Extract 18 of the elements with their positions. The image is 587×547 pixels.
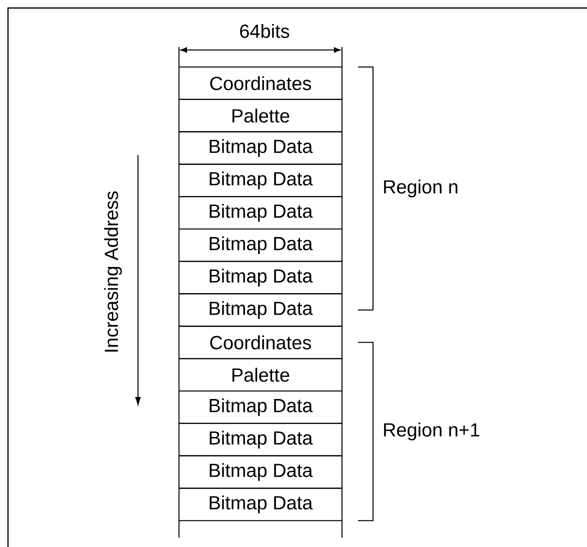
memory-row: Bitmap Data bbox=[178, 164, 342, 198]
dimension-label: 64bits bbox=[240, 24, 290, 38]
memory-row: Bitmap Data bbox=[178, 422, 342, 456]
memory-row: Bitmap Data bbox=[178, 293, 342, 327]
memory-row: Bitmap Data bbox=[178, 455, 342, 489]
memory-row: Palette bbox=[178, 98, 342, 132]
region-label: Region n bbox=[384, 180, 458, 198]
region-label: Region n+1 bbox=[384, 422, 480, 440]
memory-row: Coordinates bbox=[178, 66, 342, 100]
memory-row: Coordinates bbox=[178, 326, 342, 360]
memory-row: Palette bbox=[178, 358, 342, 392]
memory-row: Bitmap Data bbox=[178, 228, 342, 262]
memory-row: Bitmap Data bbox=[178, 390, 342, 424]
memory-row: Bitmap Data bbox=[178, 131, 342, 165]
memory-row: Bitmap Data bbox=[178, 196, 342, 230]
memory-row: Bitmap Data bbox=[178, 488, 342, 522]
axis-label: Increasing Address bbox=[104, 191, 122, 352]
memory-row: Bitmap Data bbox=[178, 260, 342, 294]
